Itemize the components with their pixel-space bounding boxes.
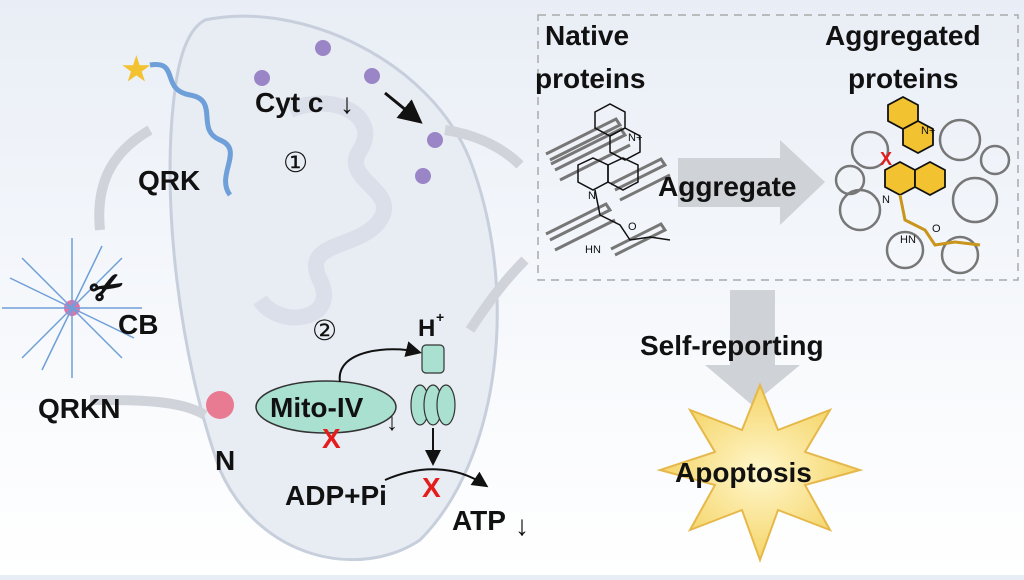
apoptosis-label: Apoptosis	[675, 457, 812, 488]
aggregated-nplus: N+	[921, 125, 935, 137]
aggregated-n: N	[882, 194, 890, 206]
step-2: ②	[312, 315, 337, 346]
aggregated-label-2: proteins	[848, 63, 958, 94]
mito-down-arrow: ↓	[386, 409, 398, 436]
h-sup: +	[436, 309, 444, 325]
protein-panel	[537, 14, 1019, 281]
atp-arrow	[384, 468, 489, 488]
native-label-1: Native	[545, 20, 629, 51]
aggregated-o: O	[932, 223, 941, 235]
aggregated-hn: HN	[900, 234, 916, 246]
cristae	[253, 95, 393, 326]
atp-synthase	[410, 344, 456, 426]
release-arrow	[384, 91, 423, 124]
self-reporting-label: Self-reporting	[640, 330, 824, 361]
qrkn-label: QRKN	[38, 393, 120, 424]
atp-label: ATP	[452, 505, 506, 536]
native-protein-sheets	[545, 117, 671, 257]
mito-iv-complex	[255, 380, 397, 434]
adp-label: ADP+Pi	[285, 480, 387, 511]
aggregate-arrow	[678, 140, 825, 225]
mito-iv-label: Mito-IV	[270, 392, 364, 423]
step-1: ①	[283, 147, 308, 178]
aggregate-label: Aggregate	[658, 171, 796, 202]
star-icon: ★	[122, 51, 151, 87]
flow-arrows	[89, 125, 529, 420]
cb-label: CB	[118, 309, 158, 340]
n-particle	[206, 391, 234, 419]
qrk-strand	[149, 61, 233, 197]
qrk-label: QRK	[138, 165, 200, 196]
n-label: N	[215, 445, 235, 476]
native-label-2: proteins	[535, 63, 645, 94]
apoptosis-burst	[656, 382, 864, 563]
self-reporting-arrow	[705, 290, 800, 405]
cytc-particles	[254, 40, 443, 184]
native-probe-structure	[577, 103, 671, 241]
proton-arrow	[338, 341, 422, 383]
rotation-lock-x: X	[880, 149, 892, 169]
inhibit-x-1: X	[322, 423, 341, 454]
native-nplus: N+	[628, 132, 642, 144]
aggregated-probe-structure	[884, 95, 981, 247]
qrkn-micelle	[2, 238, 142, 378]
inhibit-x-2: X	[422, 472, 441, 503]
scissors-icon: ✂	[82, 261, 133, 316]
native-hn: HN	[585, 244, 601, 256]
aggregated-label-1: Aggregated	[825, 20, 981, 51]
mitochondrion	[168, 14, 499, 561]
aggregated-protein-coils	[834, 118, 1011, 275]
cytc-down-arrow: ↓	[340, 88, 354, 119]
native-o: O	[628, 221, 637, 233]
cytc-label: Cyt c	[255, 87, 323, 118]
atp-down-arrow: ↓	[515, 510, 529, 541]
native-n: N	[588, 190, 596, 202]
h-label: H	[418, 315, 435, 342]
